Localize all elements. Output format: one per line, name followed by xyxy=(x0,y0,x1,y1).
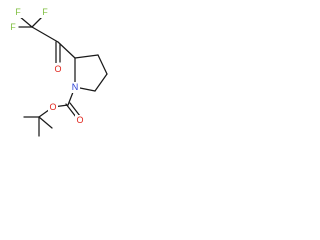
bond-c3-c4 xyxy=(97,54,108,75)
fluorine-label: F xyxy=(15,7,21,17)
oxygen-label: O xyxy=(76,115,83,125)
atom-o-carbamate-carbonyl: O xyxy=(75,115,85,126)
atom-o-ketone: O xyxy=(53,63,63,74)
oxygen-label: O xyxy=(49,102,56,112)
oxygen-label: O xyxy=(54,64,61,74)
bond-c4-c5 xyxy=(94,73,108,92)
fluorine-label: F xyxy=(42,7,48,17)
nitrogen-label: N xyxy=(72,82,79,92)
atom-n-ring: N xyxy=(70,82,80,93)
fluorine-label: F xyxy=(10,22,16,32)
bond-carbonyl-c2 xyxy=(57,41,76,59)
atom-o-carbamate-ester: O xyxy=(48,101,58,112)
bond-carbamate-double-b xyxy=(69,102,81,117)
atom-f-top-right: F xyxy=(40,7,50,18)
atom-f-top-left: F xyxy=(13,7,23,18)
bond-c2-c3 xyxy=(74,54,99,59)
molecule-structure: F F F O N O O xyxy=(8,7,108,137)
atom-f-left: F xyxy=(8,22,18,33)
bond-cf3-carbonyl xyxy=(31,26,59,43)
bond-carbamate-double-a xyxy=(65,103,77,118)
bond-tbu-methyl-3 xyxy=(38,116,53,129)
